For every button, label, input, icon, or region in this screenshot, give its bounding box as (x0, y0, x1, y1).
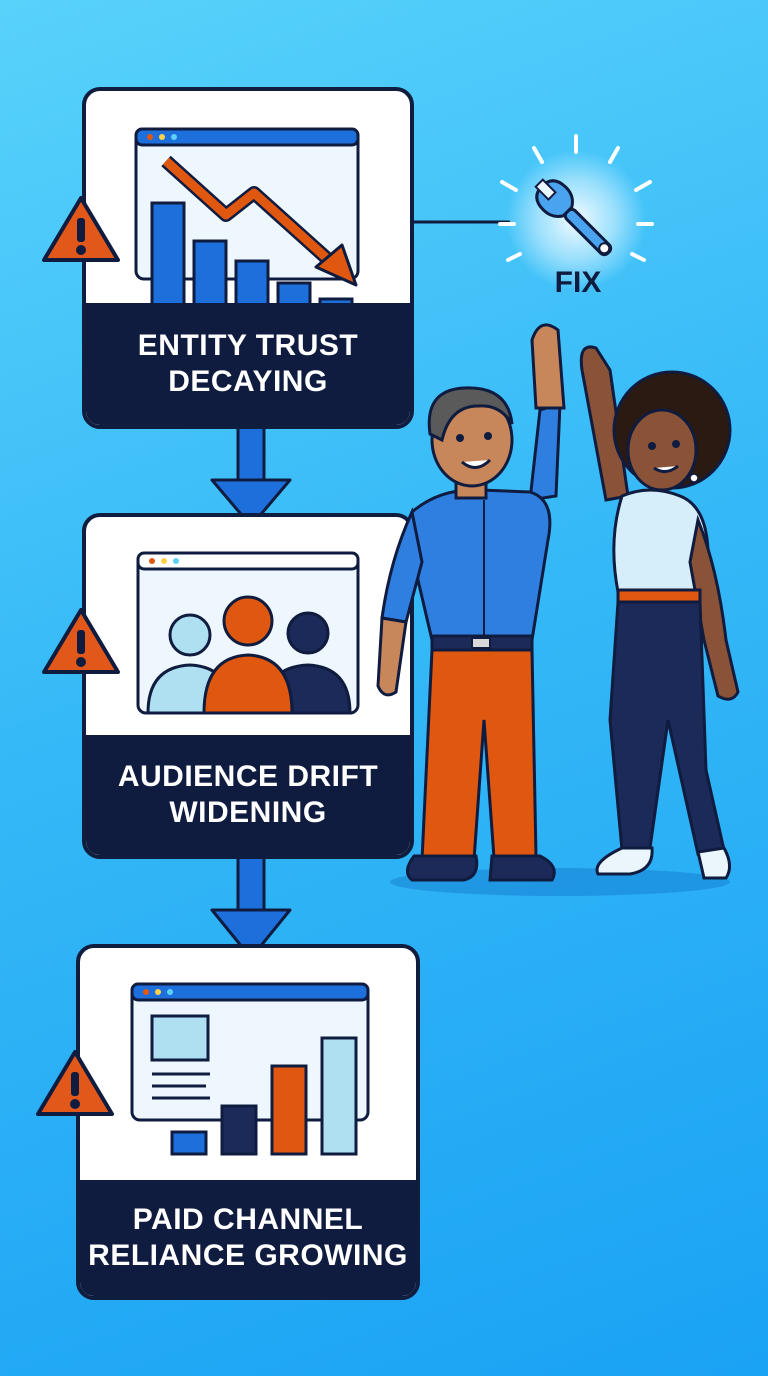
man-figure (376, 323, 566, 882)
step-card-audience-drift: AUDIENCE DRIFT WIDENING (82, 513, 414, 859)
step-card-paid-channel: PAID CHANNEL RELIANCE GROWING (76, 944, 420, 1300)
audience-group-icon (136, 551, 360, 715)
step-title-line2: DECAYING (168, 365, 328, 398)
flow-arrow-2 (210, 850, 292, 960)
step-caption-entity-trust: ENTITY TRUST DECAYING (86, 303, 410, 425)
growing-bar-chart-icon (130, 982, 370, 1156)
flow-arrow-1 (210, 418, 292, 528)
step-title-line2: RELIANCE GROWING (88, 1239, 408, 1272)
step-title-line2: WIDENING (169, 796, 327, 829)
warning-icon (42, 196, 120, 262)
woman-figure (579, 345, 740, 880)
declining-bar-chart-icon (134, 127, 360, 311)
step-caption-paid-channel: PAID CHANNEL RELIANCE GROWING (80, 1180, 416, 1296)
celebrating-people-illustration (376, 323, 740, 896)
step-title-line1: AUDIENCE DRIFT (117, 760, 379, 793)
warning-icon (36, 1050, 114, 1116)
step-card-entity-trust: ENTITY TRUST DECAYING (82, 87, 414, 429)
step-title-line1: ENTITY TRUST (137, 329, 359, 362)
step-caption-audience-drift: AUDIENCE DRIFT WIDENING (86, 735, 410, 855)
wrench-icon (498, 134, 654, 288)
warning-icon (42, 608, 120, 674)
fix-label: FIX (554, 266, 602, 299)
step-title-line1: PAID CHANNEL (132, 1203, 364, 1236)
